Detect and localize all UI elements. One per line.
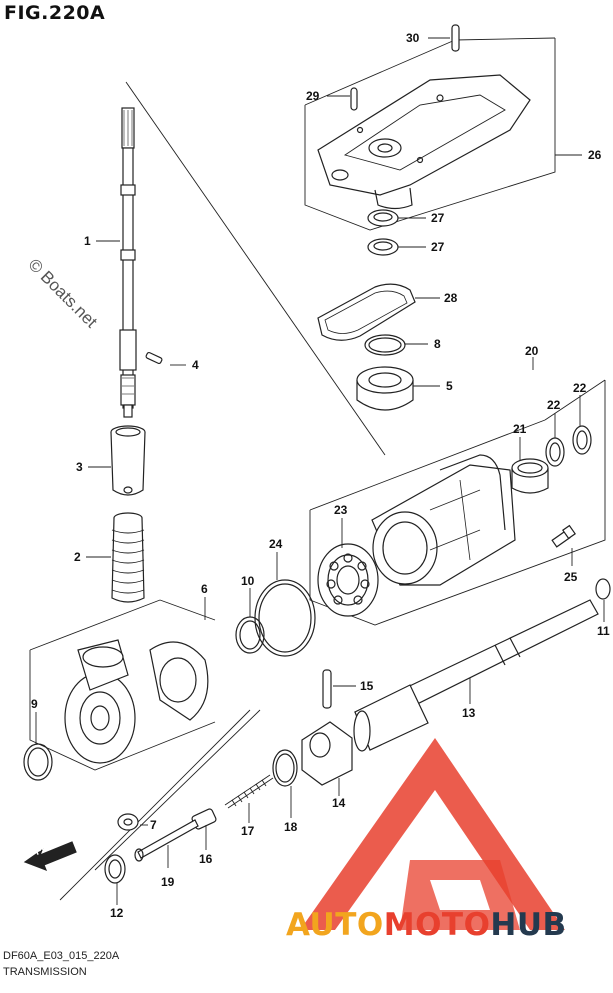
- footer-code: DF60A_E03_015_220A: [3, 950, 120, 962]
- part-5-bearing[interactable]: [356, 366, 414, 411]
- part-24-o-ring[interactable]: [254, 579, 316, 657]
- callout-21[interactable]: 21: [513, 422, 527, 436]
- callout-5[interactable]: 5: [446, 379, 453, 393]
- part-30-pin[interactable]: [451, 24, 460, 52]
- part-3-bushing[interactable]: [110, 425, 146, 496]
- callout-1[interactable]: 1: [84, 234, 91, 248]
- part-19-push-rod[interactable]: [134, 819, 199, 862]
- part-4-pin[interactable]: [145, 351, 163, 365]
- part-7-nut[interactable]: [117, 813, 139, 831]
- part-18-retaining-ring[interactable]: [272, 749, 298, 787]
- part-23-ball-bearing[interactable]: [317, 543, 379, 617]
- part-1-drive-shaft[interactable]: [119, 107, 137, 418]
- part-9-washer[interactable]: [23, 743, 53, 781]
- callout-14[interactable]: 14: [332, 796, 346, 810]
- group-frame-lines: [29, 37, 606, 901]
- automotohub-brand: AUTOMOTOHUB: [286, 907, 567, 943]
- part-21-needle-bearing[interactable]: [511, 458, 549, 494]
- part-26-upper-housing[interactable]: [317, 74, 531, 210]
- part-2-coils: [111, 529, 145, 594]
- callout-25[interactable]: 25: [564, 570, 578, 584]
- part-15-pin[interactable]: [322, 669, 332, 709]
- callout-8[interactable]: 8: [434, 337, 441, 351]
- callout-13[interactable]: 13: [462, 706, 476, 720]
- callout-19[interactable]: 19: [161, 875, 175, 889]
- callout-30[interactable]: 30: [406, 31, 420, 45]
- callout-27a[interactable]: 27: [431, 211, 445, 225]
- callout-20[interactable]: 20: [525, 344, 539, 358]
- callout-11[interactable]: 11: [597, 624, 610, 638]
- callout-16[interactable]: 16: [199, 852, 213, 866]
- part-22-oil-seal-left[interactable]: [545, 437, 565, 467]
- part-17-spring[interactable]: [224, 774, 274, 809]
- callout-17[interactable]: 17: [241, 824, 255, 838]
- fwd-arrow-icon: [23, 841, 77, 872]
- part-8-o-ring[interactable]: [364, 334, 406, 356]
- part-22-oil-seal-right[interactable]: [572, 425, 592, 455]
- callout-7[interactable]: 7: [150, 818, 157, 832]
- figure-title: FIG.220A: [4, 2, 106, 24]
- brand-moto: MOTO: [383, 907, 491, 943]
- part-2-spring-boot[interactable]: [111, 512, 145, 603]
- callout-10[interactable]: 10: [241, 574, 255, 588]
- callout-22b[interactable]: 22: [573, 381, 587, 395]
- callout-9[interactable]: 9: [31, 697, 38, 711]
- part-6-gear-set[interactable]: [64, 639, 209, 764]
- callout-28[interactable]: 28: [444, 291, 458, 305]
- part-29-pin[interactable]: [350, 87, 358, 111]
- callout-3[interactable]: 3: [76, 460, 83, 474]
- callout-2[interactable]: 2: [74, 550, 81, 564]
- part-14-clutch[interactable]: [301, 721, 353, 786]
- callout-27b[interactable]: 27: [431, 240, 445, 254]
- part-27-oil-seal-lower[interactable]: [367, 238, 399, 256]
- part-25-bolt[interactable]: [551, 524, 576, 548]
- callout-15[interactable]: 15: [360, 679, 374, 693]
- brand-hub: HUB: [490, 907, 567, 943]
- brand-auto: AUTO: [286, 907, 384, 943]
- part-11-circlip[interactable]: [595, 578, 611, 600]
- callout-29[interactable]: 29: [306, 89, 320, 103]
- part-20-prop-shaft-housing[interactable]: [371, 454, 516, 586]
- callout-24[interactable]: 24: [269, 537, 283, 551]
- part-13-propeller-shaft[interactable]: [353, 599, 599, 752]
- callout-12[interactable]: 12: [110, 906, 124, 920]
- automotohub-logo: [300, 738, 565, 930]
- callout-4[interactable]: 4: [192, 358, 199, 372]
- part-28-gasket[interactable]: [317, 283, 416, 341]
- callout-23[interactable]: 23: [334, 503, 348, 517]
- callout-18[interactable]: 18: [284, 820, 298, 834]
- leader-lines: [35, 37, 605, 905]
- callout-6[interactable]: 6: [201, 582, 208, 596]
- part-12-washer[interactable]: [104, 854, 126, 884]
- footer-section: TRANSMISSION: [3, 966, 87, 978]
- part-10-ring[interactable]: [235, 616, 265, 654]
- callout-22a[interactable]: 22: [547, 398, 561, 412]
- callout-26[interactable]: 26: [588, 148, 602, 162]
- part-27-oil-seal-upper[interactable]: [367, 209, 399, 227]
